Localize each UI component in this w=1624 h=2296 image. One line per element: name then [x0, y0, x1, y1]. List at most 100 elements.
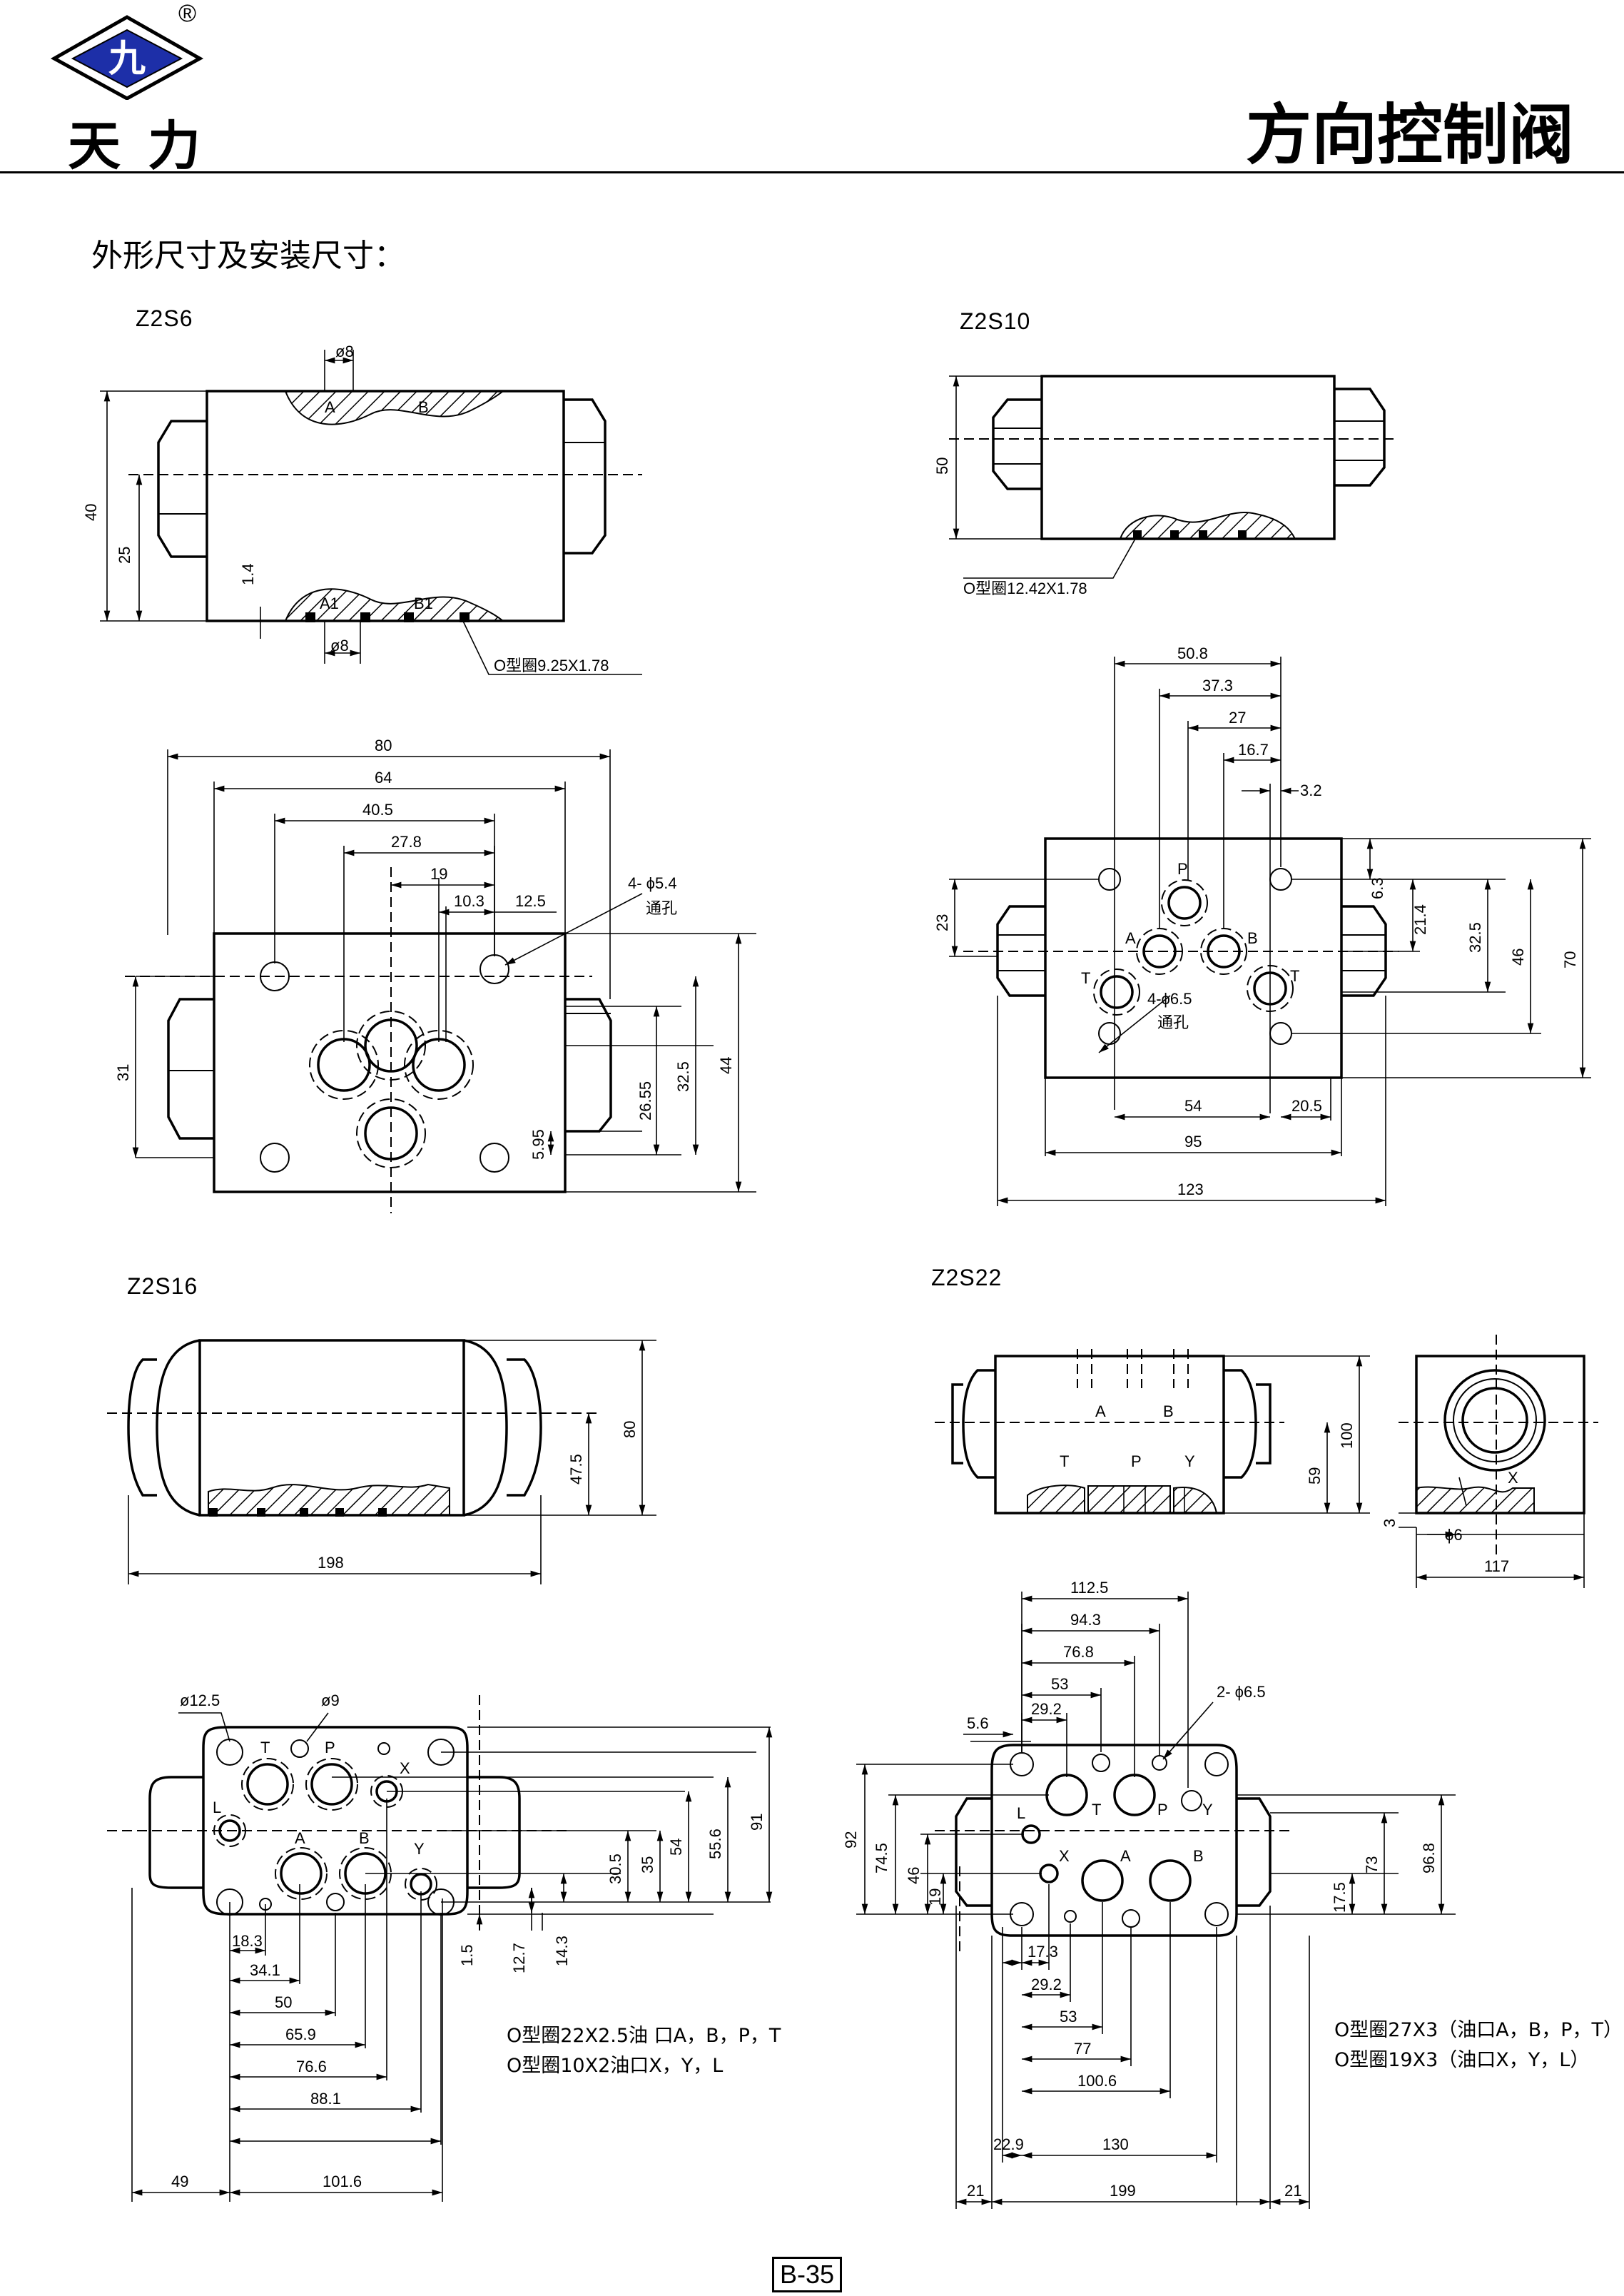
- model-label-z2s10: Z2S10: [960, 308, 1031, 334]
- z2s16-port-a: A: [295, 1829, 305, 1847]
- z2s10-port-p: P: [1177, 860, 1188, 878]
- z2s6-h5-95: 5.95: [529, 1129, 547, 1160]
- z2s22-w199: 199: [1110, 2182, 1136, 2200]
- z2s22-face-view: 112.5 94.3 76.8 53 29.2 5.6 2- ϕ6.5 L T …: [842, 1579, 1456, 2209]
- z2s6-port-a: A: [325, 398, 335, 416]
- z2s10-h46: 46: [1509, 949, 1527, 966]
- z2s6-port-b: B: [418, 398, 429, 416]
- z2s10-port-b: B: [1247, 929, 1258, 947]
- z2s22-h19: 19: [926, 1888, 944, 1906]
- z2s16-h1-5: 1.5: [458, 1944, 476, 1966]
- z2s10-h50: 50: [933, 457, 951, 475]
- z2s6-h31: 31: [114, 1064, 132, 1081]
- z2s22-side-t: T: [1060, 1452, 1069, 1470]
- z2s6-w19: 19: [430, 865, 447, 883]
- z2s10-w54: 54: [1184, 1097, 1202, 1115]
- z2s22-w22-9: 22.9: [993, 2135, 1024, 2153]
- z2s22-w130: 130: [1102, 2135, 1129, 2153]
- z2s16-w18-3: 18.3: [232, 1932, 263, 1950]
- z2s22-side-x: X: [1508, 1469, 1518, 1487]
- z2s16-w49: 49: [171, 2173, 188, 2190]
- z2s16-d9: ø9: [321, 1691, 340, 1709]
- z2s16-w198: 198: [318, 1554, 344, 1572]
- logo-mark: 九: [50, 15, 204, 100]
- z2s6-face-view: 80 64 40.5 27.8 19 10.3 12.5 4- ϕ5.4 通孔 …: [114, 737, 756, 1213]
- z2s22-h92: 92: [842, 1831, 860, 1849]
- z2s6-oring: O型圈9.25X1.78: [494, 657, 609, 674]
- z2s22-h100: 100: [1338, 1422, 1356, 1449]
- z2s10-w95: 95: [1184, 1133, 1202, 1150]
- z2s22-h17-5: 17.5: [1331, 1882, 1349, 1913]
- z2s16-port-y: Y: [414, 1840, 425, 1858]
- z2s22-w17-3: 17.3: [1027, 1943, 1058, 1961]
- z2s22-port-t: T: [1092, 1801, 1101, 1819]
- z2s6-w64: 64: [375, 769, 392, 787]
- z2s6-h40: 40: [82, 504, 100, 521]
- z2s6-d8-bottom: ø8: [330, 637, 349, 654]
- z2s6-hole: 4- ϕ5.4: [628, 874, 677, 892]
- z2s22-w21b: 21: [1284, 2182, 1301, 2200]
- registered-mark: ®: [178, 0, 197, 27]
- model-label-z2s16: Z2S16: [127, 1273, 198, 1299]
- z2s22-w77: 77: [1074, 2040, 1091, 2058]
- z2s6-w10-3: 10.3: [454, 892, 484, 910]
- z2s10-w50-8: 50.8: [1177, 644, 1208, 662]
- page-title: 方向控制阀: [1245, 96, 1574, 173]
- z2s16-w76-6: 76.6: [296, 2058, 327, 2075]
- brand-name: 天力: [68, 116, 228, 177]
- z2s16-w101-6: 101.6: [323, 2173, 362, 2190]
- z2s22-d6: ϕ6: [1445, 1526, 1463, 1544]
- z2s22-port-a: A: [1120, 1847, 1131, 1865]
- z2s16-h14-3: 14.3: [553, 1936, 571, 1966]
- z2s10-through: 通孔: [1157, 1013, 1189, 1031]
- z2s16-note-main-ports: O型圈22X2.5油 口A，B，P，T: [507, 2025, 781, 2047]
- z2s22-h46: 46: [905, 1867, 923, 1884]
- z2s16-d12-5: ø12.5: [180, 1691, 220, 1709]
- z2s16-h55-6: 55.6: [706, 1829, 724, 1859]
- model-label-z2s22: Z2S22: [931, 1265, 1003, 1290]
- z2s16-w65-9: 65.9: [285, 2026, 316, 2043]
- z2s10-w20-5: 20.5: [1291, 1097, 1322, 1115]
- z2s22-h59: 59: [1306, 1467, 1324, 1485]
- z2s22-note-pilot-ports: O型圈19X3（油口X，Y，L）: [1334, 2049, 1590, 2071]
- z2s16-h80: 80: [621, 1421, 639, 1438]
- z2s16-h35: 35: [639, 1856, 656, 1873]
- z2s22-side-a: A: [1095, 1402, 1106, 1420]
- z2s10-port-t1: T: [1081, 969, 1090, 987]
- z2s16-port-t: T: [260, 1739, 270, 1756]
- z2s16-h47-5: 47.5: [567, 1454, 585, 1485]
- z2s16-w50: 50: [275, 1993, 292, 2011]
- z2s10-w37-3: 37.3: [1202, 677, 1233, 694]
- z2s22-port-y: Y: [1202, 1801, 1213, 1819]
- z2s16-w88-1: 88.1: [310, 2090, 341, 2108]
- z2s16-face-view: ø12.5 ø9 T P X L A B Y 30.5 35 54 55.6 9…: [107, 1691, 773, 2202]
- z2s22-h74-5: 74.5: [873, 1843, 890, 1873]
- z2s16-h54: 54: [667, 1839, 685, 1856]
- z2s6-w80: 80: [375, 737, 392, 754]
- z2s6-d8-top: ø8: [335, 343, 354, 360]
- z2s22-w5-6: 5.6: [967, 1714, 989, 1732]
- z2s16-port-x: X: [400, 1759, 410, 1777]
- z2s6-side-view: ø8 A B A1 B1 ø8 40 25 1.4 O型圈9.25X1.78: [82, 343, 642, 675]
- section-subtitle: 外形尺寸及安装尺寸：: [91, 238, 405, 274]
- z2s6-port-b1: B1: [414, 595, 433, 612]
- z2s6-w12-5: 12.5: [515, 892, 546, 910]
- z2s22-side-b: B: [1163, 1402, 1174, 1420]
- z2s22-port-x: X: [1059, 1847, 1070, 1865]
- z2s22-w94-3: 94.3: [1070, 1611, 1101, 1629]
- z2s22-side-view: A B T P Y 100 59 X 3 ϕ6 117: [935, 1335, 1598, 1588]
- z2s22-note-main-ports: O型圈27X3（油口A，B，P，T）: [1334, 2019, 1623, 2041]
- z2s16-port-b: B: [359, 1829, 370, 1847]
- z2s22-port-p: P: [1157, 1801, 1168, 1819]
- z2s10-h6-3: 6.3: [1369, 877, 1386, 899]
- z2s6-h1-4: 1.4: [239, 563, 257, 585]
- z2s22-w76-8: 76.8: [1063, 1643, 1094, 1661]
- z2s10-hole: 4-ϕ6.5: [1147, 990, 1192, 1008]
- z2s10-w123: 123: [1177, 1180, 1204, 1198]
- z2s10-side-view: 50 O型圈12.42X1.78: [933, 375, 1399, 597]
- z2s22-w21a: 21: [967, 2182, 984, 2200]
- z2s10-port-a: A: [1125, 929, 1136, 947]
- z2s22-h96-8: 96.8: [1420, 1843, 1438, 1873]
- z2s10-h23: 23: [933, 914, 951, 931]
